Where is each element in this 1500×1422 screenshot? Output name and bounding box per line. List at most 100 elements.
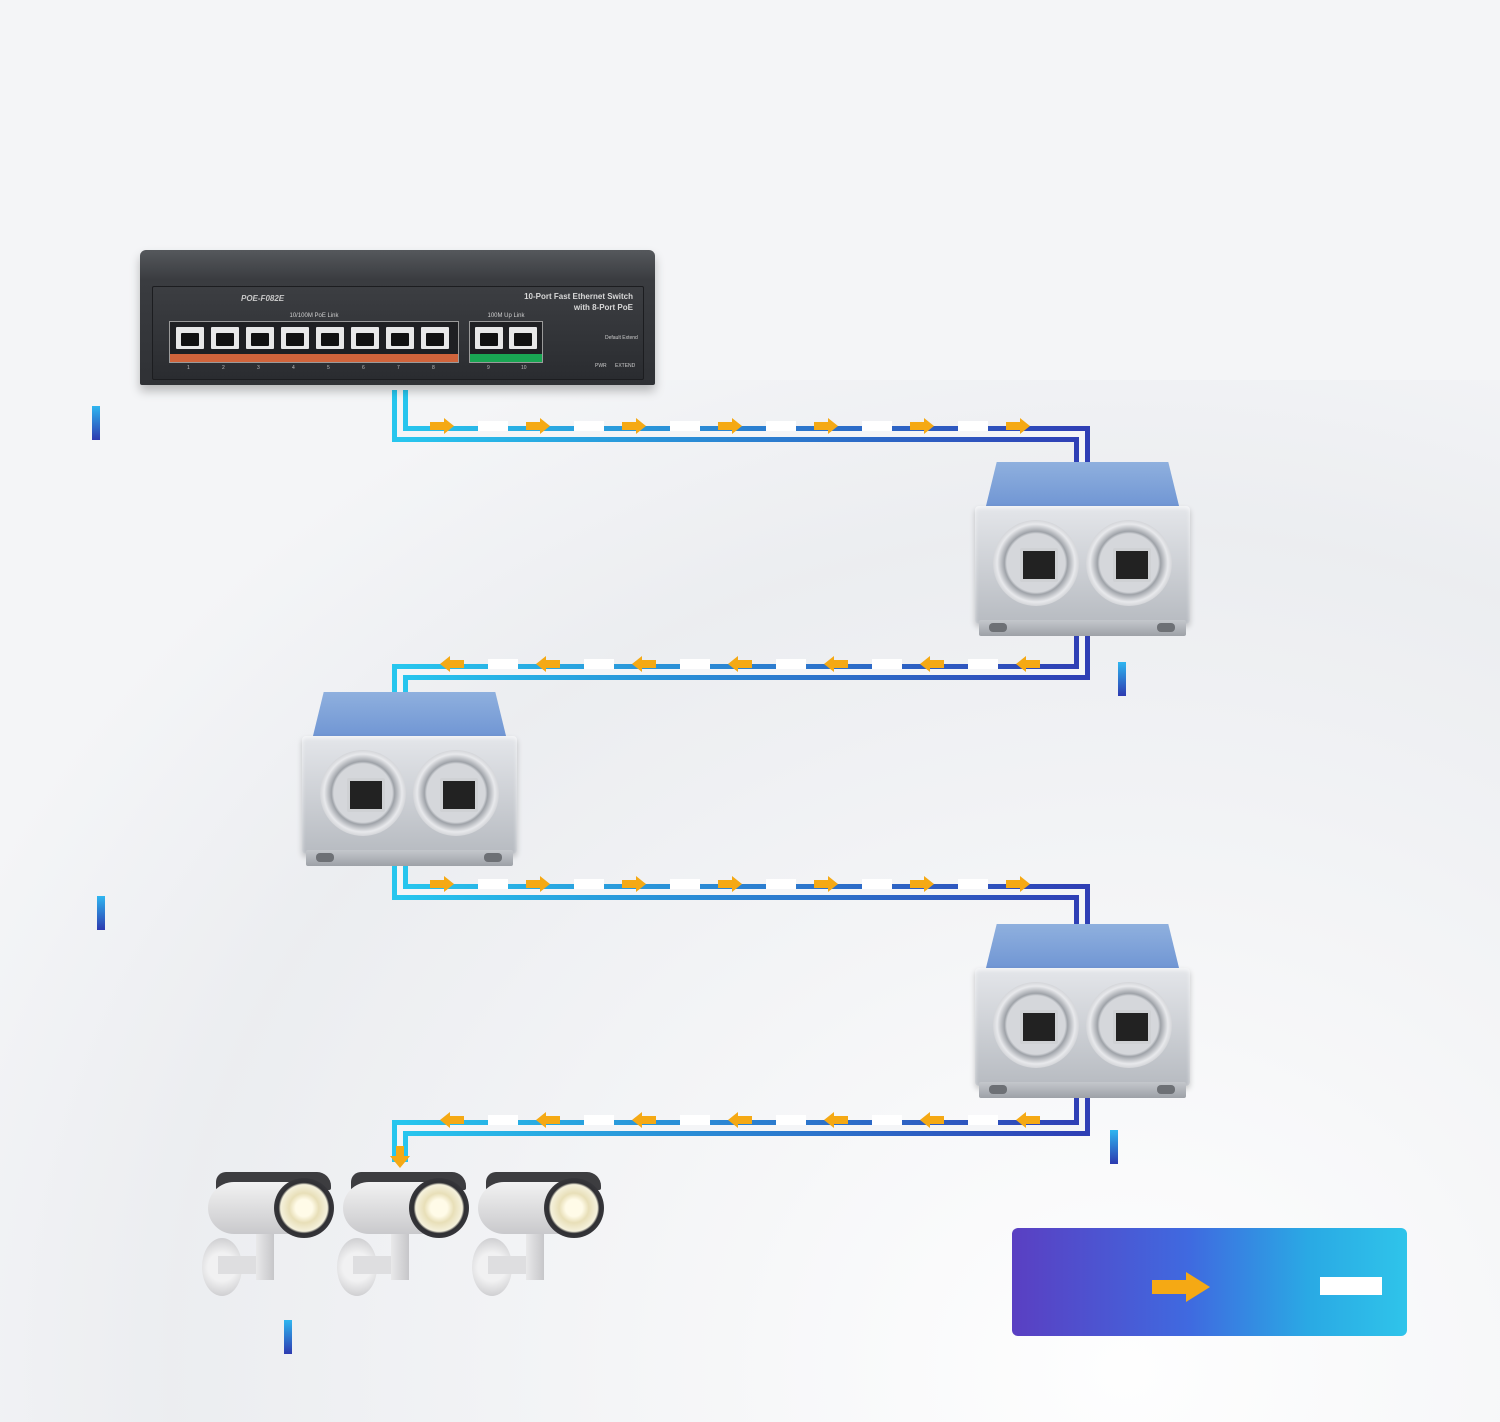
extender-top-cover <box>312 692 507 740</box>
camera-base <box>218 1256 264 1274</box>
poe-extender-icon <box>975 924 1190 1104</box>
camera-arm <box>391 1234 409 1280</box>
power-flow-dash <box>872 1115 902 1125</box>
port-number: 2 <box>222 365 225 371</box>
mount-hole <box>316 853 334 862</box>
ethernet-port <box>316 327 344 349</box>
switch-title-line-1: 10-Port Fast Ethernet Switch <box>524 292 633 301</box>
switch-title: 10-Port Fast Ethernet Switch with 8-Port… <box>524 291 633 313</box>
camera-base <box>488 1256 534 1274</box>
switch-front-panel: POE-F082E 10-Port Fast Ethernet Switch w… <box>152 286 644 380</box>
power-flow-dash <box>574 421 604 431</box>
power-flow-dash <box>584 1115 614 1125</box>
camera-lens-icon <box>274 1178 334 1238</box>
mount-hole <box>1157 1085 1175 1094</box>
cable-segment-2 <box>392 628 1090 695</box>
port-number: 6 <box>362 365 365 371</box>
label-marker <box>1118 662 1126 696</box>
camera-arm <box>256 1234 274 1280</box>
power-dash-legend <box>1320 1277 1382 1295</box>
camera-base <box>353 1256 399 1274</box>
extender-top-cover <box>985 924 1180 972</box>
pwr-led-label: PWR <box>595 363 607 369</box>
mount-hole <box>484 853 502 862</box>
power-flow-dash <box>968 1115 998 1125</box>
extend-led-label: EXTEND <box>615 363 636 369</box>
uplink-color-strip <box>470 354 542 362</box>
uplink-port-group: 100M Up Link <box>469 313 543 363</box>
power-flow-dash <box>872 659 902 669</box>
ethernet-port <box>421 327 449 349</box>
ethernet-port <box>509 327 537 349</box>
extender-body <box>302 736 517 854</box>
mount-hole <box>989 1085 1007 1094</box>
ethernet-port <box>475 327 503 349</box>
port-number: 1 <box>187 365 190 371</box>
power-flow-dash <box>968 659 998 669</box>
power-flow-dash <box>766 879 796 889</box>
extender-top-cover <box>985 462 1180 510</box>
switch-title-line-2: with 8-Port PoE <box>573 303 633 312</box>
ethernet-port <box>351 327 379 349</box>
extender-port-in <box>993 520 1079 606</box>
label-marker <box>1110 1130 1118 1164</box>
default-label: Default <box>605 335 621 341</box>
camera-lens-icon <box>409 1178 469 1238</box>
switch-model-label: POE-F082E <box>241 294 285 303</box>
ethernet-port <box>246 327 274 349</box>
flow-marks <box>430 418 1040 1128</box>
mount-hole <box>989 623 1007 632</box>
power-flow-dash <box>766 421 796 431</box>
power-flow-dash <box>584 659 614 669</box>
power-flow-dash <box>776 659 806 669</box>
power-flow-dash <box>958 879 988 889</box>
ethernet-port <box>281 327 309 349</box>
poe-switch-icon: POE-F082E 10-Port Fast Ethernet Switch w… <box>140 250 655 385</box>
rj45-jack-icon <box>347 778 385 812</box>
power-flow-dash <box>478 421 508 431</box>
label-marker <box>92 406 100 440</box>
power-flow-dash <box>776 1115 806 1125</box>
rj45-jack-icon <box>1020 1010 1058 1044</box>
extender-port-in <box>993 982 1079 1068</box>
ip-camera-icon <box>472 1172 608 1302</box>
camera-lens-icon <box>544 1178 604 1238</box>
rj45-jack-icon <box>440 778 478 812</box>
cable-segment-3 <box>392 858 1090 928</box>
cable-segment-4 <box>392 1090 1090 1162</box>
switch-mode-control: Default Extend <box>605 335 638 342</box>
extender-port-out <box>1086 982 1172 1068</box>
ethernet-port <box>211 327 239 349</box>
power-flow-dash <box>574 879 604 889</box>
extender-body <box>975 968 1190 1086</box>
rj45-jack-icon <box>1113 1010 1151 1044</box>
extender-mount-feet <box>979 620 1186 636</box>
label-marker <box>97 896 105 930</box>
poe-extender-icon <box>975 462 1190 642</box>
extender-port-in <box>320 750 406 836</box>
power-flow-dash <box>958 421 988 431</box>
power-flow-dash <box>488 1115 518 1125</box>
port-number: 9 <box>487 365 490 371</box>
extender-port-out <box>1086 520 1172 606</box>
port-number: 4 <box>292 365 295 371</box>
power-flow-dash <box>862 421 892 431</box>
ethernet-port <box>386 327 414 349</box>
power-flow-dash <box>670 879 700 889</box>
extender-body <box>975 506 1190 624</box>
arrow-right-icon <box>1152 1272 1210 1302</box>
mount-hole <box>1157 623 1175 632</box>
extend-label: Extend <box>622 335 638 341</box>
rj45-jack-icon <box>1020 548 1058 582</box>
power-flow-dash <box>680 1115 710 1125</box>
ip-camera-icon <box>202 1172 338 1302</box>
extender-mount-feet <box>979 1082 1186 1098</box>
extender-mount-feet <box>306 850 513 866</box>
port-number: 8 <box>432 365 435 371</box>
ip-camera-icon <box>337 1172 473 1302</box>
poe-extender-icon <box>302 692 517 872</box>
poe-color-strip <box>170 354 458 362</box>
port-number: 3 <box>257 365 260 371</box>
power-flow-dash <box>680 659 710 669</box>
port-number: 10 <box>521 365 527 371</box>
